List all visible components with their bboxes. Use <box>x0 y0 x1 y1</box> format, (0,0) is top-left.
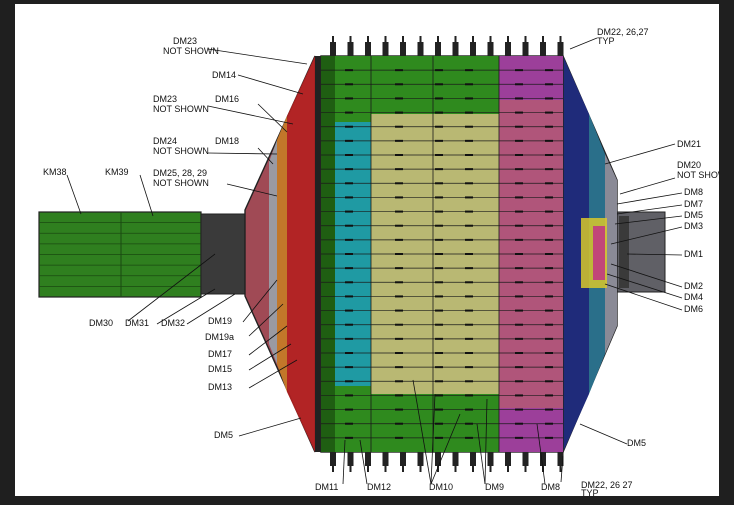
label-dm13: DM13 <box>208 382 232 392</box>
label-dm21: DM21 <box>677 139 701 149</box>
label-dm4: DM4 <box>684 292 703 302</box>
flange-bolts <box>330 36 564 472</box>
outlet-pipe <box>614 211 666 293</box>
leader-lines <box>66 37 683 485</box>
label-dm7: DM7 <box>684 199 703 209</box>
right-end-cap <box>562 55 618 453</box>
label-dm14: DM14 <box>212 70 236 80</box>
label-dm17: DM17 <box>208 349 232 359</box>
label-dm9: DM9 <box>485 482 504 492</box>
label-km39: KM39 <box>105 167 129 177</box>
inlet-pipe <box>38 211 250 298</box>
label-dm8-bottom: DM8 <box>541 482 560 492</box>
label-dm10: DM10 <box>429 482 453 492</box>
label-dm5-bottom-right: DM5 <box>627 438 646 448</box>
label-dm6: DM6 <box>684 304 703 314</box>
label-dm31: DM31 <box>125 318 149 328</box>
label-dm16: DM16 <box>215 94 239 104</box>
label-dm18: DM18 <box>215 136 239 146</box>
label-dm5-left: DM5 <box>214 430 233 440</box>
module-grid <box>320 55 564 453</box>
label-dm11: DM11 <box>315 482 338 492</box>
label-dm5-right: DM5 <box>684 210 703 220</box>
label-dm8-right: DM8 <box>684 187 703 197</box>
label-dm19a: DM19a <box>205 332 234 342</box>
label-dm19: DM19 <box>208 316 232 326</box>
label-dm32: DM32 <box>161 318 185 328</box>
label-dm30: DM30 <box>89 318 113 328</box>
left-end-cap <box>244 55 321 453</box>
label-dm15: DM15 <box>208 364 232 374</box>
label-km38: KM38 <box>43 167 67 177</box>
label-dm1: DM1 <box>684 249 703 259</box>
label-dm2: DM2 <box>684 281 703 291</box>
label-dm12: DM12 <box>367 482 391 492</box>
label-dm3: DM3 <box>684 221 703 231</box>
